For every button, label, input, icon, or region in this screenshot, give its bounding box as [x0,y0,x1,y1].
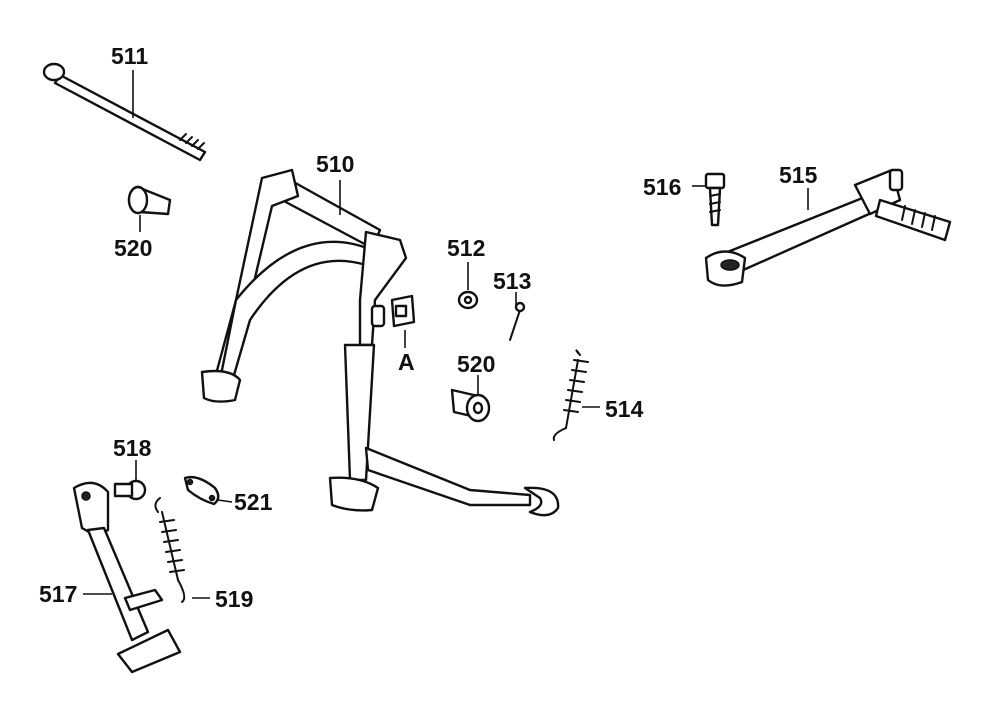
label-514: 514 [605,396,644,422]
part-513-pin [509,292,526,341]
part-520-bushing-right [450,375,491,423]
label-521: 521 [234,489,273,515]
part-517-side-stand [72,481,182,674]
label-519: 519 [215,586,253,612]
label-520-right: 520 [457,351,495,377]
part-519-spring [154,497,210,603]
part-A-clip [390,294,416,348]
label-516: 516 [643,174,681,200]
label-515: 515 [779,162,818,188]
label-517: 517 [39,581,77,607]
label-511: 511 [111,43,148,69]
part-520-bushing-left [127,185,172,232]
part-516-bolt [692,172,726,227]
label-518: 518 [113,435,152,461]
label-510: 510 [316,151,354,177]
part-514-spring [552,349,600,441]
label-A: A [398,349,415,375]
part-515-kick-lever [704,168,952,287]
part-510-main-stand [200,168,560,517]
part-518-pin [113,460,147,501]
label-512: 512 [447,235,485,261]
part-521-bracket [183,475,233,506]
label-513: 513 [493,268,531,294]
label-520-left: 520 [114,235,152,261]
part-512-washer [457,262,479,310]
part-511-bolt [42,62,207,162]
